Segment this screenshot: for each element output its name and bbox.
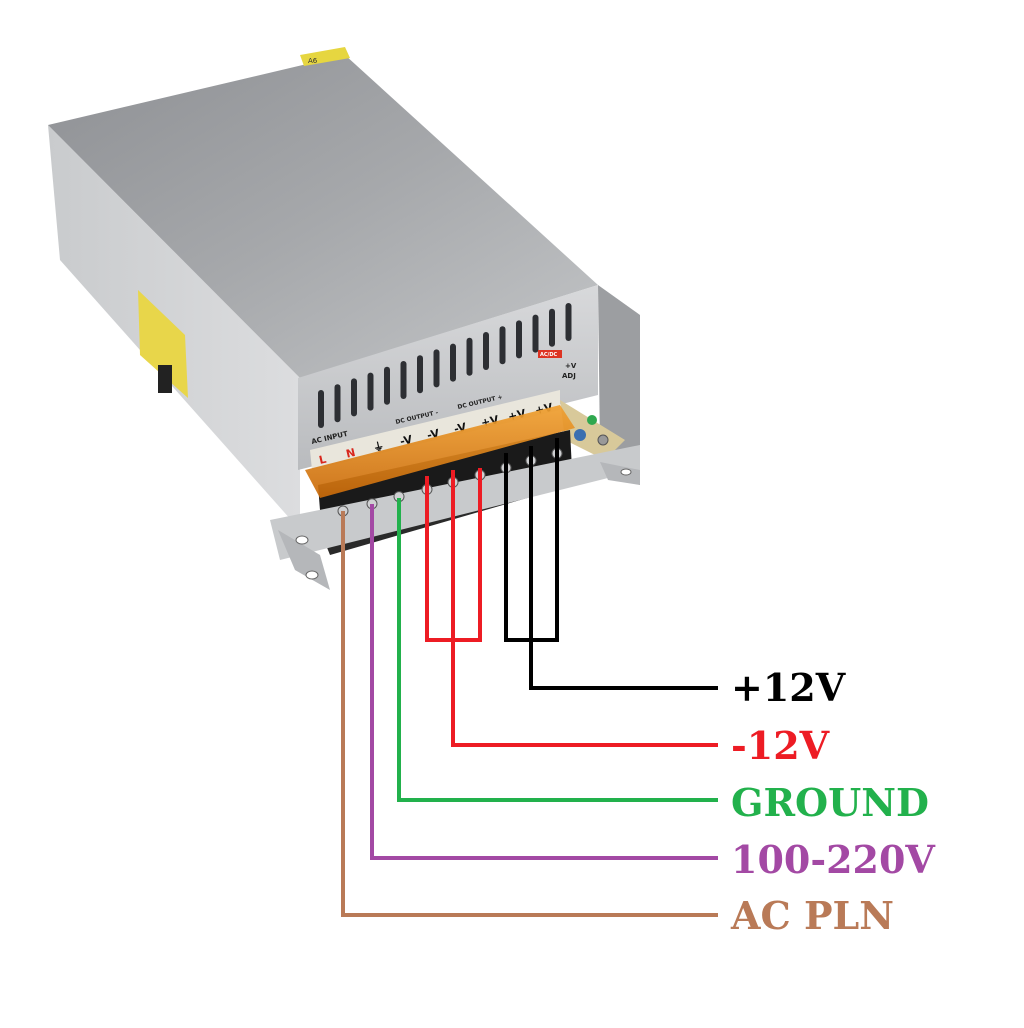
label-plus-12v: +12V [731, 665, 846, 710]
label-minus-12v: -12V [731, 723, 830, 768]
terminal-cover [305, 405, 575, 498]
vent-slots [318, 303, 572, 428]
case-front [298, 285, 598, 470]
adj-badge [538, 350, 562, 358]
wire-ac-pln [341, 511, 718, 917]
vent-slot [384, 366, 390, 405]
vent-slot [532, 314, 539, 353]
case-right-flange [598, 285, 640, 470]
vent-slot [516, 320, 522, 359]
adj-badge-text: AC/DC [540, 352, 558, 358]
wire-ac-100-220v [370, 504, 718, 860]
wire-ground [397, 498, 718, 802]
vent-slot [351, 378, 357, 417]
adj-label-adj: ADJ [562, 372, 576, 380]
vent-slot [433, 349, 440, 388]
vent-slot [565, 303, 572, 341]
terminal-label-band [310, 390, 560, 470]
vent-slot [334, 384, 341, 423]
wiring [341, 438, 718, 917]
pcb-edge [560, 400, 625, 460]
wire-plus-12v [529, 446, 718, 690]
led-indicator [587, 415, 597, 425]
vent-slot [367, 372, 374, 411]
vent-slot [450, 343, 456, 382]
label-ac-pln: AC PLN [731, 893, 894, 938]
wire-minus-12v [451, 470, 718, 747]
terminal-label: N [345, 446, 357, 461]
vent-slot [499, 326, 506, 365]
label-ac-100-220v: 100-220V [731, 837, 935, 882]
terminal-label: L [318, 453, 328, 467]
case-sticker [300, 47, 350, 66]
vent-slot [417, 355, 423, 394]
vent-slot [318, 390, 324, 428]
adj-potentiometer [574, 429, 586, 441]
case-top [48, 55, 598, 378]
mounting-foot-right [600, 462, 640, 485]
adj-label-v: +V [565, 362, 577, 370]
vent-slot [483, 332, 489, 370]
vent-slot [549, 308, 555, 347]
vent-slot [466, 337, 473, 376]
side-switch [158, 365, 172, 393]
case-sticker-text: A6 [308, 57, 318, 65]
vent-slot [400, 361, 407, 399]
label-ground: GROUND [731, 780, 929, 825]
side-warning-label [138, 290, 188, 398]
